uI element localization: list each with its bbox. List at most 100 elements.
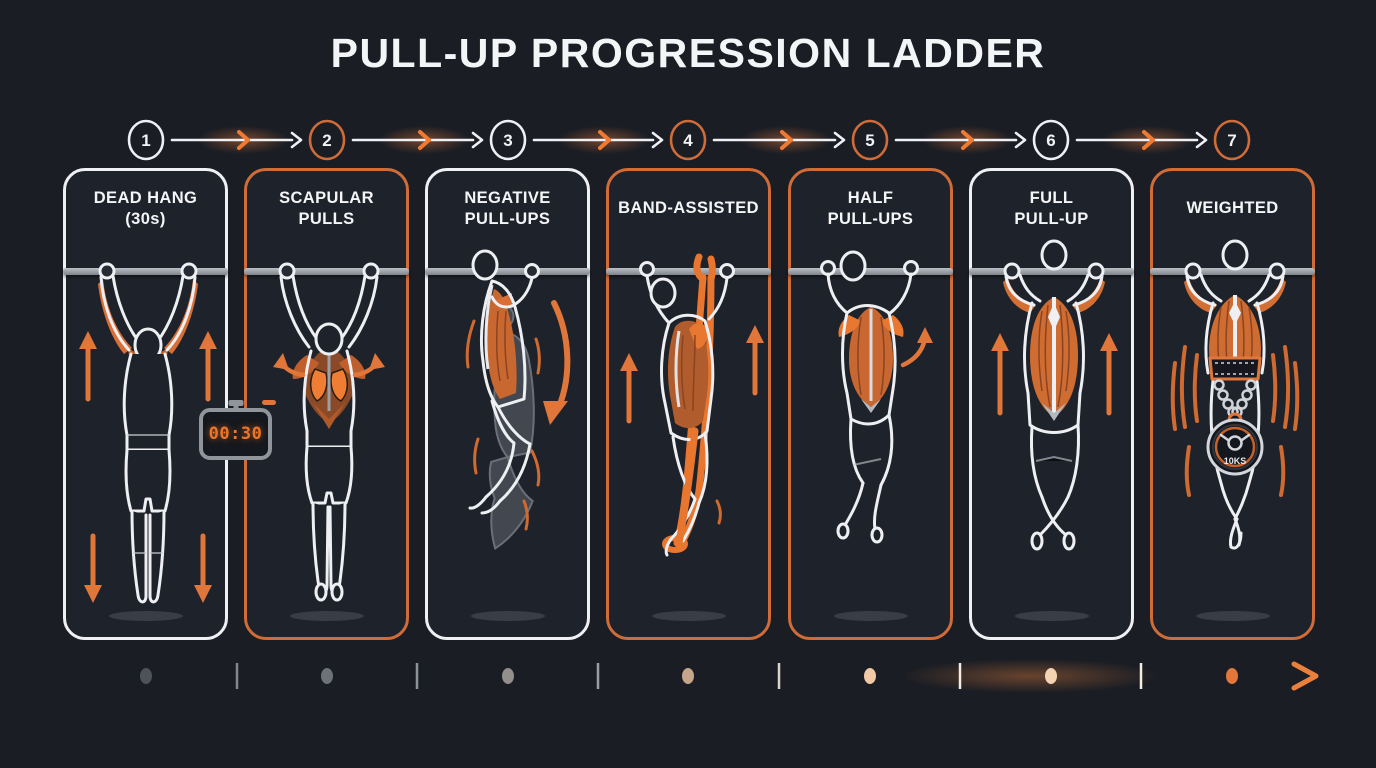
card-title: HALF PULL-UPS: [791, 181, 950, 237]
card-title: WEIGHTED: [1153, 181, 1312, 237]
up-arrowheads: [79, 331, 217, 349]
step-number-3: 3: [503, 131, 512, 150]
up-arrowheads: [620, 325, 764, 371]
body-outline: [1184, 239, 1286, 550]
body-outline: [468, 249, 540, 515]
weight-plate: 10KS: [1206, 412, 1264, 476]
arrowhead-icon: [651, 131, 664, 149]
up-arrowheads: [991, 333, 1118, 351]
step-number-6: 6: [1046, 131, 1055, 150]
chevron-right-icon: [961, 130, 974, 150]
muscle-highlights: [1003, 278, 1105, 421]
card-title-line2: PULLS: [298, 210, 355, 228]
detail-lines: [127, 434, 169, 554]
card-title-line1: DEAD HANG: [93, 188, 198, 207]
chevron-right-icon: [237, 130, 250, 150]
arrowhead-icon: [1014, 131, 1027, 149]
floor-shadow: [470, 611, 545, 621]
card-title: NEGATIVE PULL-UPS: [428, 181, 587, 237]
descent-arrow: [543, 300, 571, 425]
floor-shadow: [1014, 611, 1089, 621]
step-number-7: 7: [1227, 131, 1236, 150]
timeline-dots: [140, 668, 1238, 684]
chevron-right-icon: [418, 130, 431, 150]
floor-shadow: [1195, 611, 1270, 621]
figure-scapular-pulls: [273, 262, 385, 602]
pull-up-bar: [244, 268, 409, 275]
pull-up-bar: [606, 268, 771, 275]
pull-up-bar: [1150, 268, 1315, 275]
card-title: SCAPULAR PULLS: [247, 181, 406, 237]
timer-value: 00:30: [208, 424, 263, 444]
card-band-assisted: BAND-ASSISTED: [606, 168, 771, 640]
figure-weighted: 10KS: [1170, 239, 1300, 550]
motion-arcs: [465, 319, 541, 531]
step-number-1: 1: [141, 131, 150, 150]
card-title-line2: PULL-UPS: [464, 210, 551, 228]
body-outline: [278, 262, 380, 602]
outward-arrowheads: [273, 353, 385, 370]
card-title-line1: BAND-ASSISTED: [618, 199, 759, 218]
body-outline: [1003, 239, 1105, 551]
card-title-line1: HALF: [847, 188, 894, 207]
timeline-arrowhead-icon: [1291, 661, 1319, 691]
card-title-line2: PULL-UP: [1014, 210, 1089, 228]
muscle-highlights: [292, 347, 366, 429]
card-title-line1: SCAPULAR: [279, 188, 374, 207]
step-number-4: 4: [683, 131, 693, 150]
card-negative-pull-ups: NEGATIVE PULL-UPS: [425, 168, 590, 640]
detail-lines: [852, 458, 882, 466]
pull-up-bar: [969, 268, 1134, 275]
step-connector-arrows: [170, 131, 1208, 149]
card-title: DEAD HANG (30s): [66, 181, 225, 237]
card-title-line1: NEGATIVE: [464, 188, 551, 207]
dip-belt: [1208, 356, 1262, 381]
card-title-line1: FULL: [1029, 188, 1074, 207]
step-number-2: 2: [322, 131, 331, 150]
body-outline: [820, 250, 919, 544]
muscle-highlights: [667, 320, 709, 429]
figure-band-assisted: [620, 253, 764, 557]
band-front-strand: [675, 427, 699, 547]
timer-button-icon: [228, 400, 243, 409]
weight-plate-label: 10KS: [1224, 456, 1247, 466]
down-arrows: [90, 533, 206, 590]
progress-timeline: [60, 659, 1319, 693]
card-title: BAND-ASSISTED: [609, 181, 768, 237]
arrowhead-icon: [1195, 131, 1208, 149]
card-title-line2: (30s): [125, 210, 166, 228]
step-sequence-row: 1 2 3 4 5 6 7: [127, 119, 1251, 161]
timer-widget: 00:30: [199, 400, 276, 460]
pull-up-bar: [788, 268, 953, 275]
floor-shadow: [833, 611, 908, 621]
figure-full-pull-up: [991, 239, 1118, 551]
floor-shadow: [651, 611, 726, 621]
card-half-pull-ups: HALF PULL-UPS: [788, 168, 953, 640]
chevron-right-icon: [1142, 130, 1155, 150]
spine-highlight: [674, 330, 681, 408]
arrowhead-icon: [833, 131, 846, 149]
figure-half-pull-ups: [820, 250, 933, 544]
spine-highlight: [484, 284, 494, 370]
body-outline: [639, 261, 735, 557]
down-arrowheads: [84, 585, 212, 603]
up-curved-arrow: [900, 327, 933, 368]
step-number-5: 5: [865, 131, 874, 150]
pull-up-bar: [63, 268, 228, 275]
motion-arcs: [715, 499, 722, 525]
speed-lines: [1170, 345, 1300, 497]
detail-lines: [1035, 455, 1073, 462]
figure-dead-hang: [79, 262, 217, 604]
orange-chevrons: [237, 130, 1155, 150]
floor-shadow: [289, 611, 364, 621]
chevron-right-icon: [780, 130, 793, 150]
card-title-line2: PULL-UPS: [827, 210, 914, 228]
figure-negative-pull-ups: [465, 249, 571, 550]
step-numbers: 1 2 3 4 5 6 7: [141, 131, 1236, 150]
timeline-ticks: [235, 663, 1143, 689]
arrowhead-icon: [290, 131, 303, 149]
card-weighted: WEIGHTED: [1150, 168, 1315, 640]
muscle-highlights: [838, 307, 904, 413]
up-arrows: [85, 344, 211, 402]
